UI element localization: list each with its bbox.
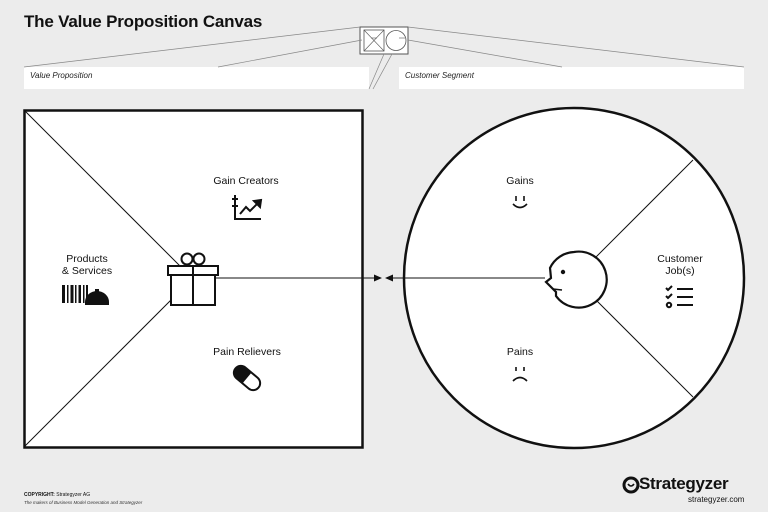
frown-icon	[512, 367, 528, 382]
customer-face-icon	[544, 250, 608, 309]
gain-creators-label: Gain Creators	[213, 175, 279, 187]
checklist-icon	[665, 285, 693, 309]
brand-url-link[interactable]: strategyzer.com	[688, 495, 745, 504]
fit-connector	[215, 274, 545, 282]
smile-icon	[512, 196, 528, 209]
pains-label: Pains	[506, 346, 534, 358]
products-services-label: Products & Services	[61, 253, 113, 277]
gains-label: Gains	[506, 175, 534, 187]
customer-segment-field[interactable]: Customer Segment	[399, 67, 744, 89]
value-proposition-label: Value Proposition	[30, 71, 93, 80]
pill-icon	[232, 364, 262, 392]
gift-icon	[167, 252, 219, 306]
page-title: The Value Proposition Canvas	[24, 12, 263, 31]
mini-canvas-icon	[359, 26, 409, 55]
copyright-notice: COPYRIGHT: Strategyzer AG	[24, 492, 91, 498]
value-proposition-field[interactable]: Value Proposition	[24, 67, 369, 89]
strategyzer-logo-icon	[622, 476, 640, 494]
tagline: The makers of Business Model Generation …	[24, 500, 143, 505]
growth-chart-icon	[232, 195, 263, 220]
customer-segment-label: Customer Segment	[405, 71, 474, 80]
brand-name: Strategyzer	[639, 474, 729, 493]
pain-relievers-label: Pain Relievers	[213, 346, 281, 358]
barcode-bell-icon	[62, 285, 109, 305]
customer-jobs-label: Customer Job(s)	[657, 253, 703, 277]
